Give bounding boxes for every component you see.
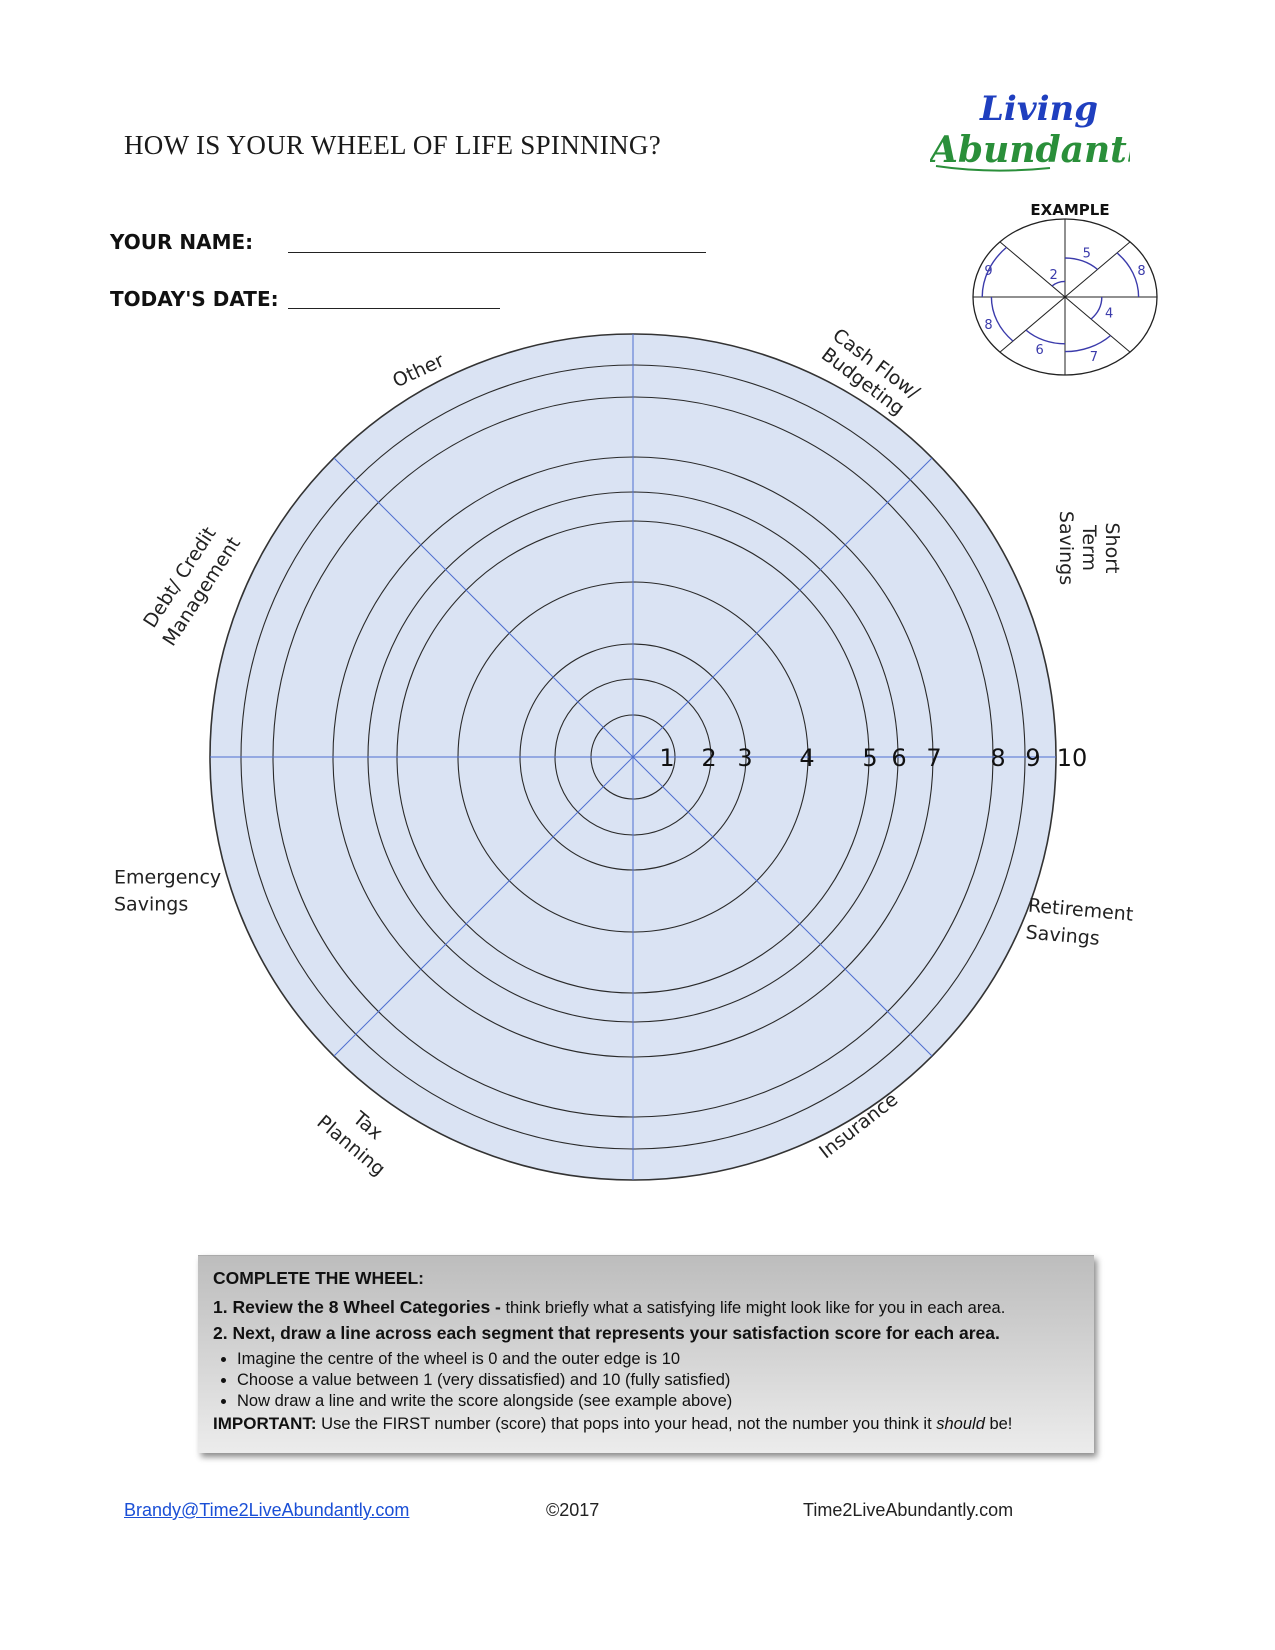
wheel-category-line: Savings [114, 894, 188, 916]
example-score: 8 [984, 318, 992, 333]
footer-website: Time2LiveAbundantly.com [803, 1500, 1014, 1520]
scale-number: 9 [1025, 744, 1040, 772]
wheel-category-line: Short [1101, 523, 1123, 574]
instruction-step-2: 2. Next, draw a line across each segment… [213, 1323, 1000, 1343]
logo-line-abundantly: Abundantly [930, 129, 1130, 171]
instruction-bullet: Now draw a line and write the score alon… [237, 1391, 1078, 1412]
scale-number: 2 [701, 744, 716, 772]
example-score: 4 [1105, 307, 1113, 322]
wheel-spoke [333, 756, 634, 1057]
example-score-arc [1064, 335, 1111, 353]
name-field[interactable] [288, 252, 706, 253]
date-field[interactable] [288, 308, 500, 309]
instruction-bullet: Imagine the centre of the wheel is 0 and… [237, 1349, 1078, 1370]
footer-email-link[interactable]: Brandy@Time2LiveAbundantly.com [124, 1500, 410, 1520]
example-score-arc [1090, 296, 1103, 320]
page-title: HOW IS YOUR WHEEL OF LIFE SPINNING? [124, 130, 661, 160]
example-score: 9 [984, 264, 992, 279]
scale-number: 6 [891, 744, 906, 772]
scale-number: 7 [926, 744, 941, 772]
instructions-heading: COMPLETE THE WHEEL: [213, 1268, 424, 1288]
wheel-category-line: Savings [1055, 511, 1077, 585]
example-wheel-body: 5 8 4 7 6 8 9 2 [972, 218, 1158, 376]
instruction-bullet: Choose a value between 1 (very dissatisf… [237, 1370, 1078, 1391]
example-title: EXAMPLE [1030, 201, 1109, 219]
instruction-step-1: 1. Review the 8 Wheel Categories - think… [213, 1297, 1006, 1317]
wheel-category-line: Emergency [114, 867, 221, 889]
footer-copyright: ©2017 [546, 1500, 600, 1520]
instructions-box: COMPLETE THE WHEEL: 1. Review the 8 Whee… [198, 1255, 1094, 1453]
example-score: 6 [1036, 343, 1044, 358]
logo-line-living: Living [979, 89, 1098, 129]
example-score-arc [981, 246, 1007, 298]
wheel-category-line: Term [1078, 524, 1100, 571]
example-score-arc [1064, 257, 1098, 270]
example-wheel: EXAMPLE 5 8 4 7 6 8 9 2 [972, 201, 1158, 376]
name-label: YOUR NAME: [110, 230, 254, 254]
wheel-category-line: Savings [1025, 921, 1101, 949]
wheel-spokes [210, 334, 1056, 1180]
date-label: TODAY'S DATE: [110, 287, 279, 311]
wheel-spoke [632, 756, 933, 1057]
scale-number: 8 [990, 744, 1005, 772]
scale-number: 4 [799, 744, 814, 772]
wheel-spoke [333, 457, 634, 758]
scale-number: 1 [659, 744, 674, 772]
example-score-arc [1025, 329, 1066, 345]
scale-number: 3 [737, 744, 752, 772]
example-score: 5 [1083, 246, 1091, 261]
logo-swash [935, 165, 1051, 172]
example-score: 2 [1050, 268, 1058, 283]
example-score-arc [990, 296, 1014, 342]
important-note: IMPORTANT: Use the FIRST number (score) … [213, 1414, 1013, 1433]
example-score-arc [1051, 280, 1066, 287]
wheel-spoke [632, 457, 933, 758]
wheel-category-line: Retirement [1027, 895, 1134, 926]
example-score: 8 [1137, 264, 1145, 279]
instruction-bullets: Imagine the centre of the wheel is 0 and… [213, 1349, 1078, 1412]
scale-number: 5 [862, 744, 877, 772]
example-score-arc [1116, 252, 1140, 298]
living-abundantly-logo: Living Abundantly [930, 89, 1130, 172]
example-score: 7 [1090, 350, 1098, 365]
scale-number: 10 [1057, 744, 1088, 772]
example-spoke [999, 241, 1131, 353]
